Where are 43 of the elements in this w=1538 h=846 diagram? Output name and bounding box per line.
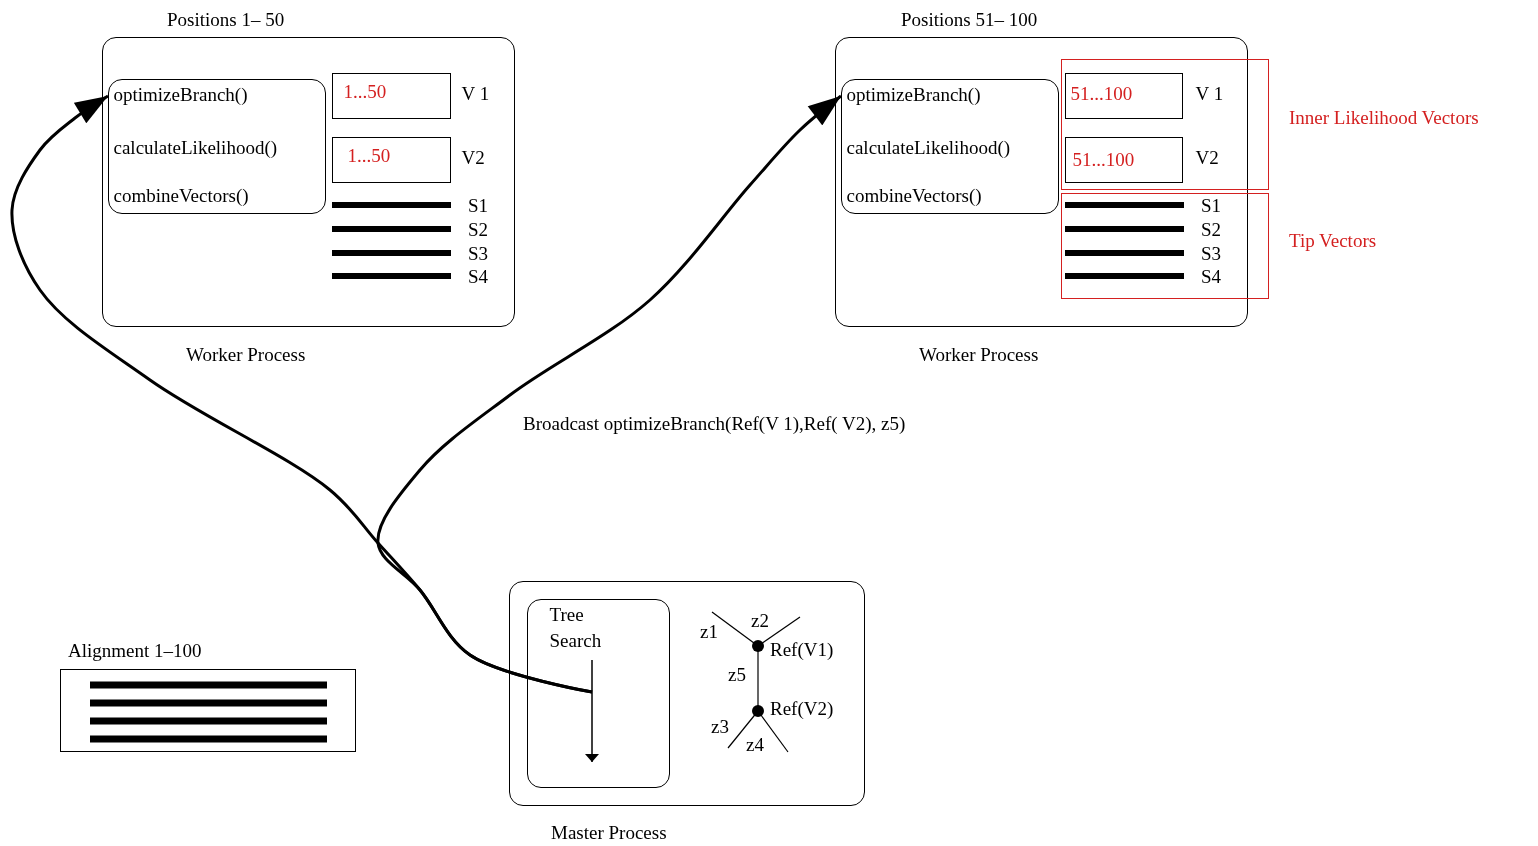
- range-label: 51...100: [1070, 82, 1133, 106]
- box-heading: Positions 1– 50: [167, 9, 285, 32]
- sequence-label: S3: [1201, 243, 1222, 266]
- function-label: optimizeBranch(): [846, 83, 981, 107]
- branch-label: z1: [700, 621, 718, 644]
- sequence-label: S2: [1201, 219, 1222, 242]
- range-label: 1...50: [347, 144, 391, 168]
- function-label: combineVectors(): [113, 184, 249, 208]
- sequence-label: S2: [468, 219, 489, 242]
- box-heading: Positions 51– 100: [901, 9, 1038, 32]
- process-box: [526, 598, 670, 788]
- range-label: 51...100: [1072, 148, 1135, 172]
- annotation-label: Inner Likelihood Vectors: [1289, 107, 1479, 130]
- sequence-label: S1: [1201, 195, 1222, 218]
- range-label: 1...50: [343, 80, 387, 104]
- sequence-label: S1: [468, 195, 489, 218]
- process-box: [840, 78, 1059, 214]
- vector-name: V 1: [1195, 82, 1224, 106]
- function-label: calculateLikelihood(): [113, 136, 278, 160]
- node-label: Ref(V1): [770, 639, 834, 662]
- vector-name: V2: [1195, 146, 1219, 170]
- branch-label: z4: [746, 734, 764, 757]
- box-caption: Worker Process: [919, 344, 1039, 367]
- annotation-text: Broadcast optimizeBranch(Ref(V 1),Ref( V2), z5): [523, 413, 906, 436]
- vector-name: V 1: [461, 82, 490, 106]
- annotation-label: Tip Vectors: [1289, 230, 1377, 253]
- branch-label: z2: [751, 610, 769, 633]
- vector-name: V2: [461, 146, 485, 170]
- node-label: Ref(V2): [770, 698, 834, 721]
- box-heading: Alignment 1–100: [68, 640, 202, 663]
- sequence-label: S4: [1201, 266, 1222, 289]
- process-box: [107, 78, 326, 214]
- function-label: combineVectors(): [846, 184, 982, 208]
- branch-label: z3: [711, 716, 729, 739]
- sequence-label: S3: [468, 243, 489, 266]
- sequence-label: S4: [468, 266, 489, 289]
- box-caption: Worker Process: [186, 344, 306, 367]
- function-label: optimizeBranch(): [113, 83, 248, 107]
- arrow: [376, 94, 842, 694]
- function-label: calculateLikelihood(): [846, 136, 1011, 160]
- branch-label: z5: [728, 664, 746, 687]
- box-caption: Master Process: [551, 822, 667, 845]
- box-label: Tree Search: [549, 602, 603, 653]
